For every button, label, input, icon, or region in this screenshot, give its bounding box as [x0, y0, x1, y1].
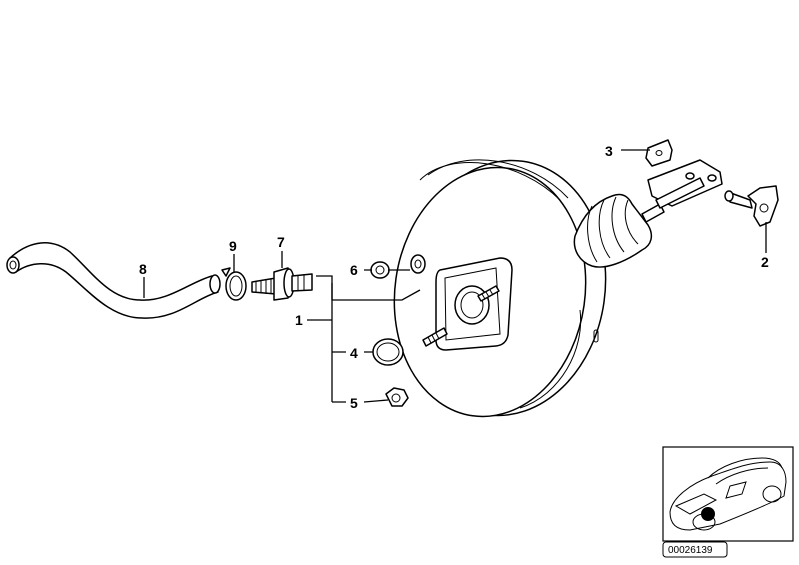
brake-booster — [393, 159, 607, 418]
pushrod-clevis — [645, 139, 723, 209]
booster-stud-lower — [422, 327, 448, 347]
clevis-pin — [724, 185, 779, 227]
o-ring — [372, 338, 404, 366]
pushrod-bellows — [573, 193, 665, 268]
callout-8: 8 — [139, 261, 147, 277]
hose-clamp — [221, 267, 247, 301]
hex-nut — [385, 387, 409, 407]
reference-number: 00026139 — [668, 545, 713, 556]
callout-9: 9 — [229, 238, 237, 254]
callout-labels: 1 2 3 4 5 6 7 8 9 — [139, 143, 769, 411]
callout-2: 2 — [761, 254, 769, 270]
car-outline-icon — [669, 457, 787, 531]
callout-1: 1 — [295, 312, 303, 328]
callout-3: 3 — [605, 143, 613, 159]
booster-stud-upper — [477, 285, 500, 302]
vacuum-hose — [6, 242, 221, 319]
callout-6: 6 — [350, 262, 358, 278]
callout-7: 7 — [277, 234, 285, 250]
check-valve — [251, 267, 313, 301]
callout-5: 5 — [350, 395, 358, 411]
vehicle-locator-inset — [662, 446, 794, 542]
component-location-marker-icon — [701, 507, 715, 521]
callout-4: 4 — [350, 345, 358, 361]
leader-lines — [143, 149, 767, 403]
grommet — [370, 261, 390, 279]
